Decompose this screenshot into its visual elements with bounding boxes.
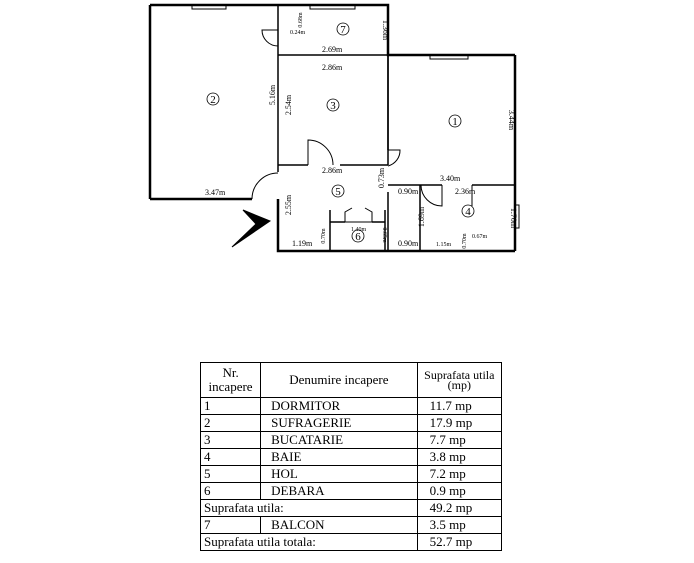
table-row: 4 BAIE 3.8 mp bbox=[199, 448, 503, 466]
room-number-2: 2 bbox=[210, 94, 216, 106]
room-number-cell: 5 bbox=[199, 465, 262, 483]
room-number-cell: 4 bbox=[199, 448, 262, 466]
dim-living-width: 3.47m bbox=[205, 188, 226, 197]
room-name-cell: BALCON bbox=[260, 516, 418, 534]
room-area-cell: 7.7 mp bbox=[416, 431, 503, 449]
dim-hall-passage: 0.90m bbox=[398, 187, 419, 196]
dim-storage-width: 1.40m bbox=[351, 227, 367, 233]
dim-hall-bottom: 1.19m bbox=[292, 239, 313, 248]
total-area: 52.7 mp bbox=[416, 533, 503, 551]
room-area-cell: 0.9 mp bbox=[416, 482, 503, 500]
subtotal-label: Suprafata utila: bbox=[200, 499, 418, 517]
dim-balcony-step: 0.24m bbox=[290, 30, 306, 36]
north-arrow bbox=[231, 209, 272, 248]
total-row: Suprafata utila totala: 52.7 mp bbox=[200, 533, 503, 551]
north-arrow-icon bbox=[231, 209, 272, 248]
dim-balcony-small: 0.68m bbox=[298, 12, 304, 28]
room-number-cell: 6 bbox=[199, 482, 262, 500]
room-area-cell: 7.2 mp bbox=[416, 465, 503, 483]
room-area-cell: 3.8 mp bbox=[416, 448, 503, 466]
room-name-cell: BUCATARIE bbox=[260, 431, 418, 449]
dim-hall-door: 0.73m bbox=[377, 167, 386, 188]
room-number-5: 5 bbox=[335, 186, 341, 198]
room-number-cell: 3 bbox=[199, 431, 262, 449]
balcony-row: 7 BALCON 3.5 mp bbox=[199, 516, 503, 534]
dim-balcony-depth: 1.36m bbox=[381, 20, 390, 41]
room-name-cell: DEBARA bbox=[260, 482, 418, 500]
walls bbox=[148, 3, 520, 253]
table-row: 3 BUCATARIE 7.7 mp bbox=[199, 431, 503, 449]
room-number-6: 6 bbox=[355, 231, 361, 243]
dim-bath-sub1: 0.67m bbox=[472, 234, 488, 240]
subtotal-row: Suprafata utila: 49.2 mp bbox=[200, 499, 503, 517]
floor-plan: 2 3 1 4 5 6 7 2.69m 2.86m 2.86m 3.47m 3.… bbox=[148, 3, 520, 253]
dim-living-depth: 5.16m bbox=[268, 84, 277, 105]
room-number-4: 4 bbox=[465, 206, 471, 218]
dim-storage-depth: 0.65m bbox=[381, 227, 387, 243]
table-header-row: Nr. incapere Denumire incapere Suprafata… bbox=[199, 362, 503, 398]
room-markers bbox=[206, 22, 475, 243]
room-area-cell: 3.5 mp bbox=[416, 516, 503, 534]
table-row: 5 HOL 7.2 mp bbox=[199, 465, 503, 483]
room-area-table: Nr. incapere Denumire incapere Suprafata… bbox=[199, 362, 503, 551]
room-number-3: 3 bbox=[330, 100, 336, 112]
dim-bath-depth: 1.70m bbox=[509, 208, 518, 229]
table-row: 2 SUFRAGERIE 17.9 mp bbox=[199, 414, 503, 432]
dim-bath-sub2: 0.70m bbox=[462, 233, 468, 249]
dim-kitchen-depth: 2.54m bbox=[284, 94, 293, 115]
room-area-cell: 11.7 mp bbox=[416, 397, 503, 415]
table-row: 6 DEBARA 0.9 mp bbox=[199, 482, 503, 500]
room-number-cell: 7 bbox=[199, 516, 262, 534]
dim-bath-wall: 1.69m bbox=[417, 206, 426, 227]
room-name-cell: BAIE bbox=[260, 448, 418, 466]
dim-bath-low: 1.15m bbox=[436, 242, 452, 248]
room-name-cell: SUFRAGERIE bbox=[260, 414, 418, 432]
dim-hall-left: 2.55m bbox=[284, 194, 293, 215]
doors bbox=[251, 29, 473, 223]
total-label: Suprafata utila totala: bbox=[200, 533, 418, 551]
dim-balcony-width: 2.69m bbox=[322, 45, 343, 54]
room-number-1: 1 bbox=[452, 116, 458, 128]
dimension-labels: 2.69m 2.86m 2.86m 3.47m 3.40m 2.36m 0.90… bbox=[205, 20, 518, 248]
header-room-number: Nr. incapere bbox=[199, 362, 262, 398]
dim-bedroom-depth: 3.44m bbox=[507, 110, 516, 131]
dim-kitchen-bottom: 2.86m bbox=[322, 166, 343, 175]
room-number-7: 7 bbox=[340, 24, 346, 36]
dim-hall-wing: 0.70m bbox=[321, 228, 327, 244]
header-room-name: Denumire incapere bbox=[260, 362, 418, 398]
room-area-cell: 17.9 mp bbox=[416, 414, 503, 432]
header-usable-area: Suprafata utila (mp) bbox=[416, 362, 503, 398]
subtotal-area: 49.2 mp bbox=[416, 499, 503, 517]
table-row: 1 DORMITOR 11.7 mp bbox=[199, 397, 503, 415]
room-number-cell: 2 bbox=[199, 414, 262, 432]
dim-bath-width: 2.36m bbox=[455, 187, 476, 196]
room-numbers: 2 3 1 4 5 6 7 bbox=[210, 24, 471, 243]
small-dimension-labels: 0.24m 1.40m 1.15m 0.67m 0.68m 0.70m 0.65… bbox=[290, 12, 488, 249]
dim-bath-door: 0.90m bbox=[398, 239, 419, 248]
room-name-cell: HOL bbox=[260, 465, 418, 483]
dim-bedroom-width: 3.40m bbox=[440, 174, 461, 183]
room-name-cell: DORMITOR bbox=[260, 397, 418, 415]
dim-kitchen-width: 2.86m bbox=[322, 63, 343, 72]
room-number-cell: 1 bbox=[199, 397, 262, 415]
